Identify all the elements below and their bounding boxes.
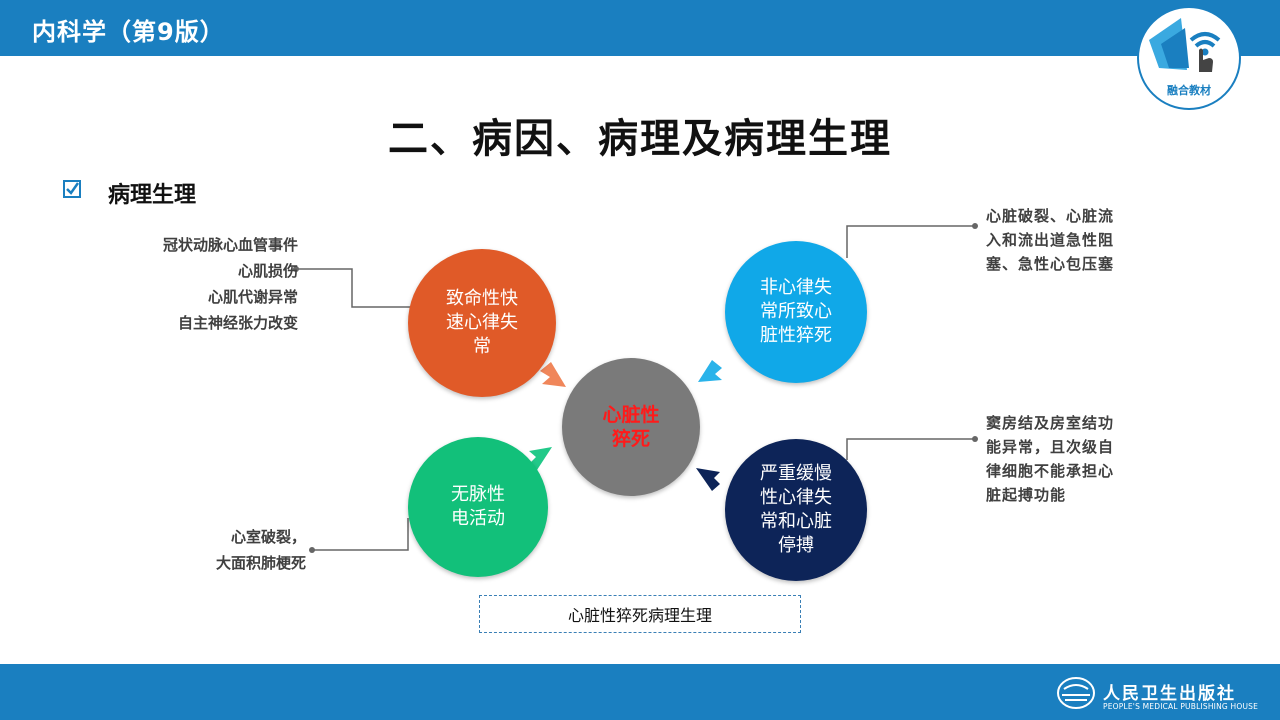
causes-fatal-tachyarrhythmia: 冠状动脉心血管事件 心肌损伤 心肌代谢异常 自主神经张力改变 — [162, 236, 298, 332]
causes-non-arrhythmic-scd: 心脏破裂、心脏流 入和流出道急性阻 塞、急性心包压塞 — [986, 207, 1115, 273]
connector-top-left — [296, 268, 412, 308]
node-pulseless-electrical-activity: 无脉性 电活动 — [408, 437, 548, 577]
arrow-top-left — [540, 362, 566, 387]
node-sudden-cardiac-death: 心脏性 猝死 — [562, 358, 700, 496]
touch-wifi-icon — [1149, 18, 1221, 72]
connector-bottom-left — [312, 518, 409, 551]
arrow-top-right — [698, 360, 722, 382]
header-bar: 内科学（第9版） — [0, 0, 1280, 56]
section-heading: 病理生理 — [108, 183, 197, 208]
footer-bar — [0, 664, 1280, 720]
arrow-bottom-left — [529, 447, 552, 470]
publisher-name-en: PEOPLE'S MEDICAL PUBLISHING HOUSE — [1103, 702, 1259, 711]
arrow-bottom-right — [696, 468, 720, 491]
node-non-arrhythmic-scd: 非心律失 常所致心 脏性猝死 — [725, 241, 867, 383]
badge-label: 融合教材 — [1167, 84, 1211, 97]
publisher-name: 人民卫生出版社 — [1103, 684, 1236, 704]
causes-pulseless-electrical-activity: 心室破裂， 大面积肺梗死 — [215, 528, 306, 572]
pmph-logo-icon — [1057, 677, 1095, 709]
checkbox-checked-icon — [63, 180, 81, 198]
figure-caption: 心脏性猝死病理生理 — [479, 595, 801, 633]
causes-bradyarrhythmia-asystole: 窦房结及房室结功 能异常，且次级自 律细胞不能承担心 脏起搏功能 — [986, 414, 1115, 504]
slide-title: 二、病因、病理及病理生理 — [388, 116, 892, 162]
fusion-textbook-badge[interactable]: 融合教材 — [1137, 6, 1241, 110]
node-fatal-tachyarrhythmia: 致命性快 速心律失 常 — [408, 249, 556, 397]
book-title: 内科学（第9版） — [32, 18, 225, 46]
connector-bottom-right — [846, 438, 975, 460]
node-bradyarrhythmia-asystole: 严重缓慢 性心律失 常和心脏 停搏 — [725, 439, 867, 581]
connector-top-right — [846, 225, 975, 258]
